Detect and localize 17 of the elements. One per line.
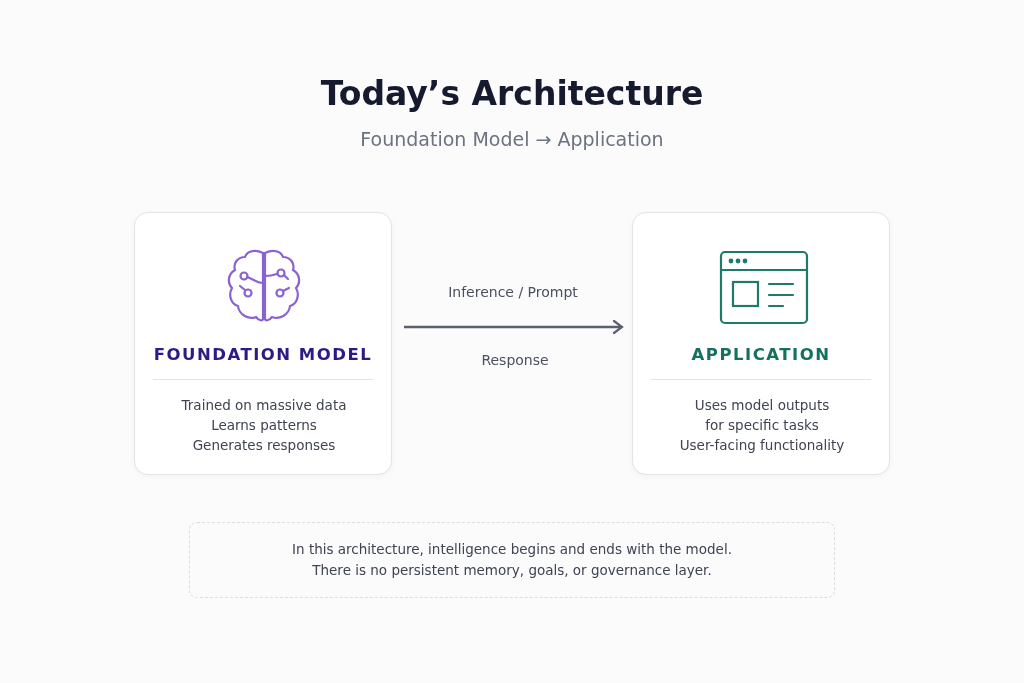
card-heading: APPLICATION [690,345,832,364]
description-text: Learns patterns [210,416,318,435]
note-text: In this architecture, intelligence begins and ends with the model. [291,541,733,557]
edge-label: Inference / Prompt [447,284,579,300]
text-label: Response [480,352,550,368]
description-text: Trained on massive data [180,396,348,415]
card-heading: FOUNDATION MODEL [152,345,374,364]
card [632,212,890,475]
diagram-subtitle: Foundation Model → Application [359,128,665,150]
diagram-title: Today’s Architecture [319,74,705,113]
description-text: Generates responses [191,436,337,455]
card [134,212,392,475]
description-text: Uses model outputs for specific tasks [693,396,831,435]
arrow [404,319,624,335]
note-text: There is no persistent memory, goals, or governance layer. [311,562,713,578]
description-text: User-facing functionality [678,436,846,455]
note-box [189,522,835,598]
